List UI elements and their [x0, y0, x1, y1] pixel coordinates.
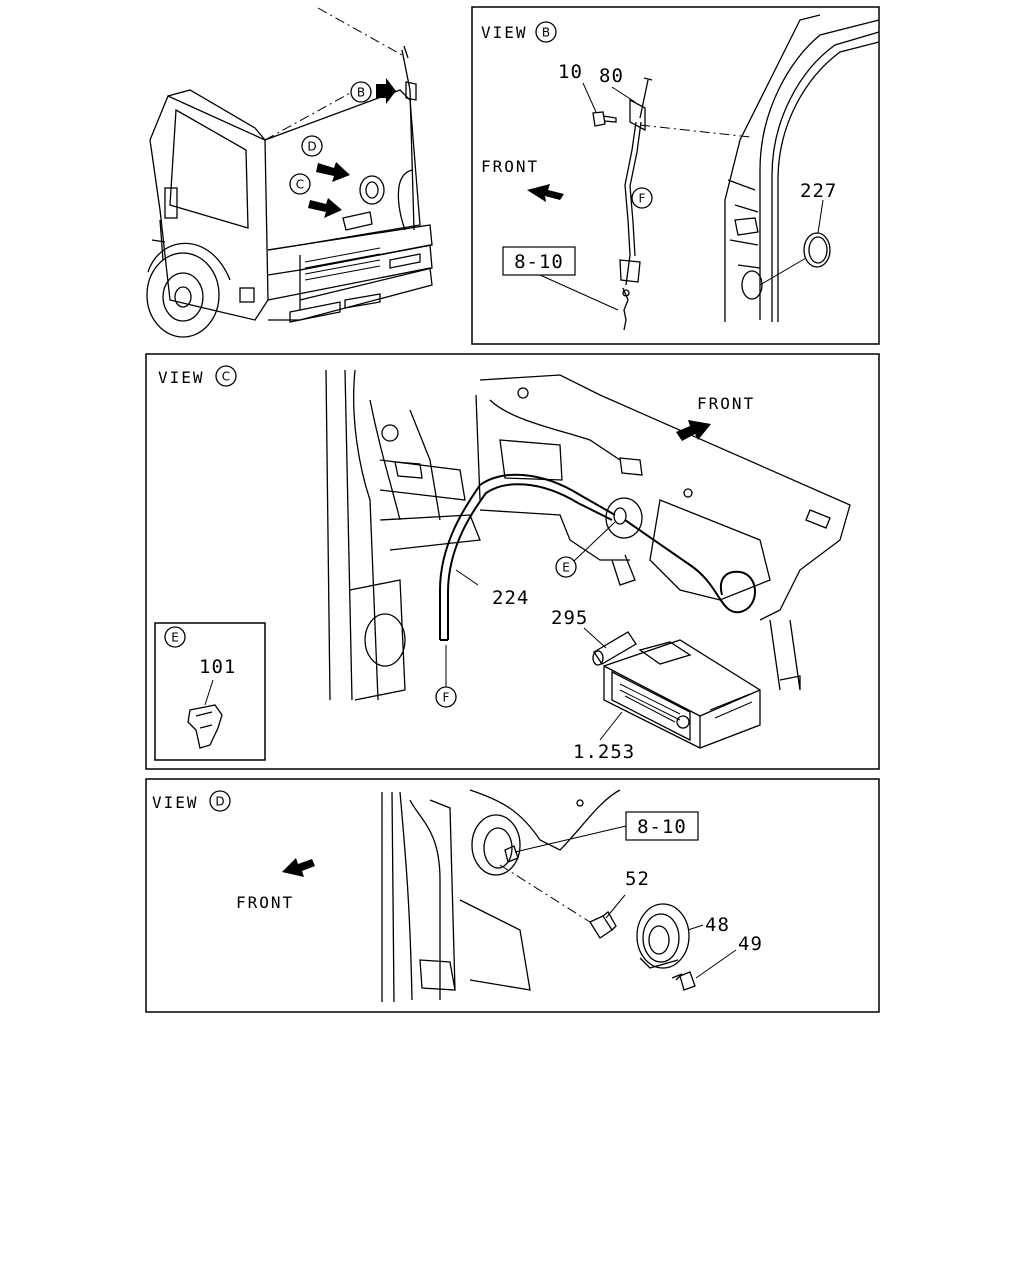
view-d-front-label: FRONT — [236, 893, 294, 912]
view-d-ref-8-10: 8-10 — [637, 816, 687, 838]
view-c-panel: VIEW C FRONT 224 — [145, 353, 880, 770]
view-b-letter: B — [542, 26, 550, 40]
truck-overview: B D C — [146, 7, 433, 338]
view-c-front-label: FRONT — [697, 394, 755, 413]
callout-d-letter: D — [307, 140, 316, 154]
part-label-1253: 1.253 — [573, 741, 635, 763]
part-label-227: 227 — [800, 180, 837, 202]
part-label-80: 80 — [599, 65, 624, 87]
part-label-10: 10 — [558, 61, 583, 83]
view-d-letter: D — [215, 795, 224, 809]
view-c-marker-f: F — [443, 691, 450, 705]
view-c-marker-e: E — [562, 561, 570, 575]
callout-b-letter: B — [357, 86, 365, 100]
view-b-title: VIEW — [481, 23, 528, 42]
part-label-224: 224 — [492, 587, 529, 609]
view-c-letter: C — [222, 370, 230, 384]
detail-e-letter: E — [171, 631, 179, 645]
part-label-49: 49 — [738, 933, 763, 955]
view-b-marker-f: F — [639, 192, 646, 206]
view-b-front-label: FRONT — [481, 157, 539, 176]
part-label-295: 295 — [551, 607, 588, 629]
callout-c-letter: C — [296, 178, 304, 192]
view-b-panel: VIEW B FRONT F 10 80 8-10 — [471, 6, 880, 345]
part-label-52: 52 — [625, 868, 650, 890]
view-c-title: VIEW — [158, 368, 205, 387]
view-b-ref-8-10: 8-10 — [514, 251, 564, 273]
view-d-title: VIEW — [152, 793, 199, 812]
view-d-panel: VIEW D FRONT 8-10 52 48 — [145, 778, 880, 1013]
part-label-101: 101 — [199, 656, 236, 678]
part-label-48: 48 — [705, 914, 730, 936]
